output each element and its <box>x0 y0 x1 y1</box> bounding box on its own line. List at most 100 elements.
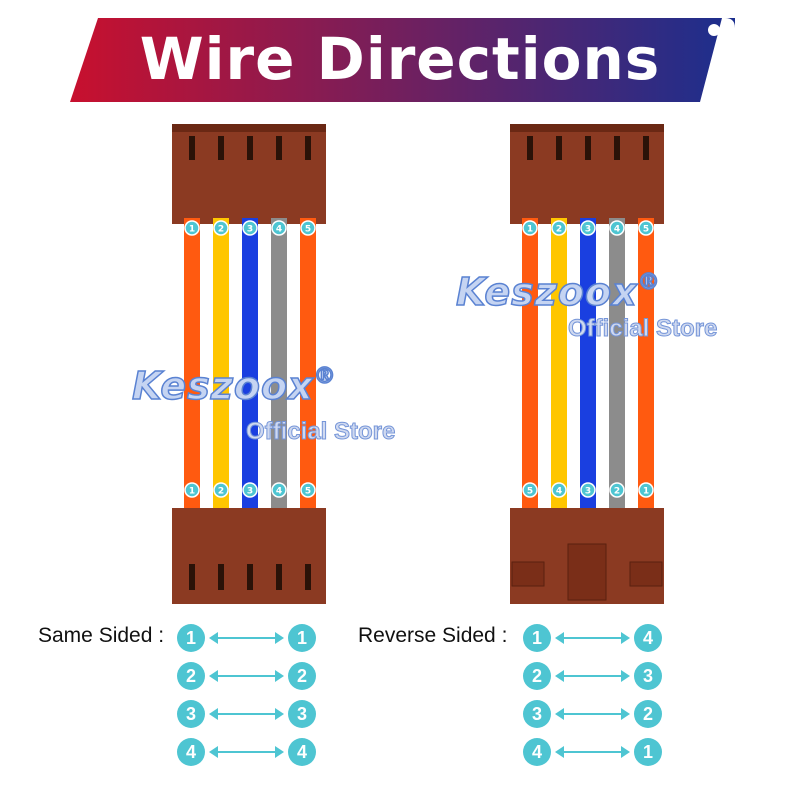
left-bottom-pin-slot <box>189 564 195 590</box>
page-title: Wire Directions <box>139 25 661 93</box>
right-latch-right <box>629 561 663 587</box>
left-top-badge-label: 4 <box>276 225 282 235</box>
left-top-badge-circle <box>242 220 258 236</box>
same-sided-to-badge: 3 <box>288 700 316 728</box>
left-bottom-badge-label: 5 <box>305 487 311 497</box>
reverse-sided-double-arrow <box>555 632 630 644</box>
same-sided-double-arrow <box>209 632 284 644</box>
left-wire-1 <box>184 218 200 512</box>
left-top-badge: 2 <box>213 220 229 236</box>
right-bottom-badge-label: 1 <box>643 487 649 497</box>
reverse-sided-double-arrow <box>555 746 630 758</box>
left-bottom-badge-circle <box>242 482 258 498</box>
left-wire-3 <box>242 218 258 512</box>
title-banner <box>70 18 735 102</box>
same-sided-from-badge: 4 <box>177 738 205 766</box>
right-top-badge: 3 <box>580 220 596 236</box>
left-top-badge-label: 5 <box>305 225 311 235</box>
right-top-badge-circle <box>551 220 567 236</box>
left-top-pin-slot <box>305 136 311 160</box>
left-wire-5 <box>300 218 316 512</box>
right-top-badge-circle <box>609 220 625 236</box>
reverse-sided-double-arrow <box>555 670 630 682</box>
left-bottom-badge-circle <box>300 482 316 498</box>
left-bottom-badge-circle <box>184 482 200 498</box>
reverse-sided-to-badge: 3 <box>634 662 662 690</box>
right-top-pin-slot <box>556 136 562 160</box>
left-wire-2 <box>213 218 229 512</box>
same-sided-double-arrow <box>209 746 284 758</box>
reverse-sided-from-badge: 3 <box>523 700 551 728</box>
left-top-badge-circle <box>213 220 229 236</box>
right-top-badge-circle <box>522 220 538 236</box>
right-top-pin-slot <box>614 136 620 160</box>
left-bottom-pin-slot <box>276 564 282 590</box>
same-sided-from-badge: 1 <box>177 624 205 652</box>
left-top-connector-rim <box>172 124 326 132</box>
left-top-badge-circle <box>184 220 200 236</box>
reverse-sided-from-badge: 1 <box>523 624 551 652</box>
right-bottom-badge: 5 <box>522 482 538 498</box>
right-bottom-badge-circle <box>580 482 596 498</box>
right-wire-1 <box>522 218 538 512</box>
same-sided-to-badge: 4 <box>288 738 316 766</box>
left-bottom-badge: 5 <box>300 482 316 498</box>
right-bottom-badge-label: 2 <box>614 487 620 497</box>
right-top-badge-circle <box>638 220 654 236</box>
left-wire-4 <box>271 218 287 512</box>
left-bottom-badge: 3 <box>242 482 258 498</box>
banner-background <box>70 18 735 102</box>
reverse-sided-to-badge: 4 <box>634 624 662 652</box>
right-bottom-badge: 4 <box>551 482 567 498</box>
right-top-badge: 1 <box>522 220 538 236</box>
right-bottom-badge-circle <box>638 482 654 498</box>
right-bottom-badge-label: 3 <box>585 487 591 497</box>
left-top-badge-label: 1 <box>189 225 195 235</box>
same-sided-from-badge: 3 <box>177 700 205 728</box>
same-sided-double-arrow <box>209 670 284 682</box>
left-bottom-badge-label: 3 <box>247 487 253 497</box>
left-bottom-pin-slot <box>218 564 224 590</box>
right-bottom-badge-label: 5 <box>527 487 533 497</box>
same-sided-to-badge: 1 <box>288 624 316 652</box>
left-bottom-pin-slot <box>305 564 311 590</box>
left-top-badge-label: 3 <box>247 225 253 235</box>
right-bottom-badge: 3 <box>580 482 596 498</box>
right-top-pin-slot <box>527 136 533 160</box>
left-top-pin-slot <box>218 136 224 160</box>
reverse-sided-to-badge: 2 <box>634 700 662 728</box>
left-bottom-badge: 1 <box>184 482 200 498</box>
left-bottom-badge-label: 2 <box>218 487 224 497</box>
right-wire-3 <box>580 218 596 512</box>
right-bottom-badge: 2 <box>609 482 625 498</box>
right-top-badge: 2 <box>551 220 567 236</box>
same-sided-to-badge: 2 <box>288 662 316 690</box>
right-top-badge-label: 3 <box>585 225 591 235</box>
reverse-sided-double-arrow <box>555 708 630 720</box>
left-bottom-pin-slot <box>247 564 253 590</box>
left-top-badge: 3 <box>242 220 258 236</box>
right-top-badge: 4 <box>609 220 625 236</box>
left-top-pin-slot <box>189 136 195 160</box>
right-wire-4 <box>609 218 625 512</box>
right-top-badge-label: 2 <box>556 225 562 235</box>
reverse-sided-caption: Reverse Sided : <box>358 624 508 647</box>
reverse-sided-from-badge: 4 <box>523 738 551 766</box>
left-top-badge-circle <box>300 220 316 236</box>
right-bottom-badge-label: 4 <box>556 487 562 497</box>
left-bottom-badge: 4 <box>271 482 287 498</box>
right-bottom-badge-circle <box>609 482 625 498</box>
left-bottom-badge-label: 4 <box>276 487 282 497</box>
right-top-pin-slot <box>585 136 591 160</box>
right-top-connector-rim <box>510 124 664 132</box>
right-top-badge-label: 4 <box>614 225 620 235</box>
left-top-pin-slot <box>276 136 282 160</box>
reverse-sided-from-badge: 2 <box>523 662 551 690</box>
right-top-badge-circle <box>580 220 596 236</box>
banner-dot <box>708 24 720 36</box>
right-bottom-badge-circle <box>551 482 567 498</box>
left-top-badge: 5 <box>300 220 316 236</box>
left-top-badge-circle <box>271 220 287 236</box>
same-sided-caption: Same Sided : <box>38 624 165 647</box>
